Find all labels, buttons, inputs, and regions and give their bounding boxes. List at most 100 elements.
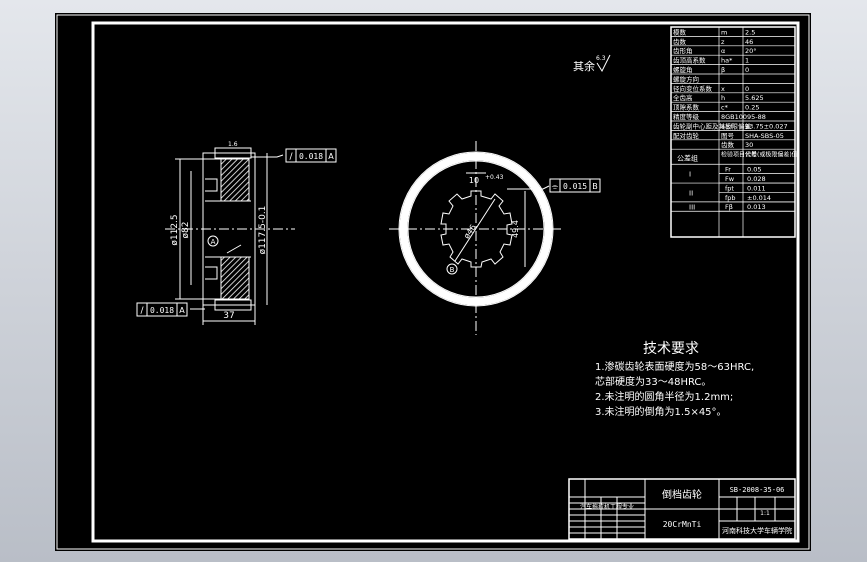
param-value-1: 46	[745, 38, 753, 46]
upper-hatch	[220, 158, 250, 202]
param-symbol-7: h	[721, 94, 725, 102]
datum-a-circle	[207, 235, 219, 247]
group-id-2: III	[689, 204, 695, 212]
inner-border	[91, 21, 800, 543]
param-name-7: 全齿高	[673, 93, 693, 102]
param-value-6: 0	[745, 85, 749, 93]
gtol-top-value: 0.018	[299, 152, 323, 161]
param-symbol-2: α	[721, 47, 725, 55]
datum-b-letter: B	[450, 266, 455, 274]
param-symbol-6: x	[721, 85, 725, 93]
group-2-code-0: Fβ	[725, 203, 733, 211]
cad-drawing: ø112.5 ø82 ø117.5-0.1 37 A 1.6 / 0.018 A…	[56, 14, 810, 550]
group-1-code-0: fpt	[725, 184, 734, 192]
param-symbol-11: 图号	[721, 132, 735, 140]
gtol-right-frame: ⌯ 0.015 B	[549, 178, 601, 193]
param-name-8: 顶隙系数	[673, 103, 700, 112]
param-value-3: 1	[745, 57, 749, 65]
param-name-5: 螺旋方向	[673, 74, 699, 83]
group-1-code-1: fpb	[725, 194, 736, 202]
group-label: 公差组	[677, 154, 698, 163]
param-value-12: 30	[745, 141, 753, 149]
lower-groove	[205, 266, 218, 280]
param-symbol-3: ha*	[721, 57, 733, 65]
tech-req-line-2: 芯部硬度为33～48HRC。	[595, 375, 711, 388]
roughness-symbol	[596, 54, 611, 73]
param-value-8: 0.25	[745, 104, 759, 112]
tech-req-line-4: 3.未注明的倒角为1.5×45°。	[595, 405, 727, 418]
param-name-2: 齿形角	[673, 46, 693, 55]
title-block	[568, 478, 796, 540]
param-value-7: 5.625	[745, 94, 764, 102]
param-name-4: 螺旋角	[673, 65, 693, 74]
gtol-top-symbol: /	[289, 152, 293, 162]
gtol-bottom-value: 0.018	[150, 306, 174, 315]
param-name-6: 径向变位系数	[673, 84, 713, 93]
spline-bore	[440, 190, 513, 268]
param-value-0: 2.5	[745, 28, 755, 36]
gtol-right-symbol: ⌯	[552, 182, 559, 191]
group-0-value-1: 0.028	[747, 175, 766, 183]
datum-a-letter: A	[211, 238, 216, 246]
group-2-value-0: 0.013	[747, 203, 766, 211]
gtol-bottom-frame: / 0.018 A	[136, 302, 188, 317]
group-1-value-0: 0.011	[747, 184, 766, 192]
gtol-top-frame: / 0.018 A	[285, 148, 337, 163]
param-name-3: 齿顶高系数	[673, 56, 706, 65]
diam-outer-label: ø112.5	[170, 214, 180, 245]
surface-note: 其余	[573, 59, 595, 73]
param-symbol-10: a±f	[721, 122, 733, 130]
group-header-code: 检验项目代号	[721, 151, 757, 159]
tech-req-line-1: 1.渗碳齿轮表面硬度为58～63HRC,	[595, 360, 754, 373]
gtol-bottom-symbol: /	[140, 306, 144, 316]
param-name-0: 模数	[673, 27, 687, 36]
param-symbol-4: β	[721, 66, 725, 74]
gtol-bottom-datum: A	[179, 306, 185, 315]
diam-bore-label: ø117.5-0.1	[258, 206, 268, 255]
bore-diam-label: ø46	[462, 223, 478, 241]
left-section-view	[165, 147, 295, 325]
title-left-note: 汽车拖拉机工程专业	[580, 503, 634, 511]
gtol-right-datum: B	[592, 182, 598, 191]
front-view	[389, 141, 563, 335]
lower-hatch	[220, 256, 250, 300]
tech-req-title: 技术要求	[643, 341, 699, 357]
group-1-value-1: ±0.014	[747, 194, 771, 202]
param-table: 模数 m 2.5 齿数 z 46 齿形角 α 20° 齿顶高系数 ha* 1 螺旋角 β 0 螺旋方向径向变位…	[670, 26, 798, 238]
group-id-0: I	[689, 171, 691, 179]
param-name-9: 精度等级	[673, 112, 700, 121]
key-width-label: 10	[469, 176, 479, 185]
outer-border	[56, 14, 810, 550]
surface-symbol-value: 6.3	[596, 55, 606, 62]
gtol-top-datum: A	[328, 152, 334, 161]
scale: 1:1	[760, 510, 770, 517]
diam-inner-label: ø82	[181, 222, 191, 239]
bottom-rim	[214, 299, 252, 311]
depth-label: 49.4	[511, 220, 520, 238]
key-tol-label: +0.43	[485, 174, 504, 181]
param-symbol-9: 8GB10095-88	[721, 113, 766, 121]
param-symbol-1: z	[721, 38, 725, 46]
material: 20CrMnTi	[663, 520, 702, 529]
group-0-code-0: Fr	[725, 166, 731, 174]
school: 河南科技大学车辆学院	[722, 526, 792, 535]
part-name: 倒档齿轮	[662, 488, 702, 501]
group-0-code-1: Fw	[725, 175, 735, 183]
param-value-2: 20°	[745, 47, 757, 55]
width-label: 37	[223, 311, 234, 321]
upper-groove	[205, 178, 218, 192]
param-value-11: SHA-SBS-05	[745, 132, 784, 140]
param-symbol-0: m	[721, 28, 727, 36]
drawing-sheet: ø112.5 ø82 ø117.5-0.1 37 A 1.6 / 0.018 A…	[55, 13, 811, 551]
gtol-right-value: 0.015	[563, 182, 587, 191]
param-value-10: 93.75±0.027	[745, 122, 788, 130]
tech-req-line-3: 2.未注明的圆角半径为1.2mm;	[595, 390, 733, 403]
param-name-1: 齿数	[673, 37, 687, 46]
group-id-1: II	[689, 189, 693, 197]
param-value-4: 0	[745, 66, 749, 74]
roughness-label: 1.6	[228, 141, 238, 148]
group-header-value: 公差(或极限偏差)值	[745, 151, 798, 159]
param-symbol-12: 齿数	[721, 140, 735, 149]
top-rim	[214, 147, 252, 159]
tech-req-lines: 1.渗碳齿轮表面硬度为58～63HRC, 芯部硬度为33～48HRC。 2.未注…	[595, 360, 754, 418]
